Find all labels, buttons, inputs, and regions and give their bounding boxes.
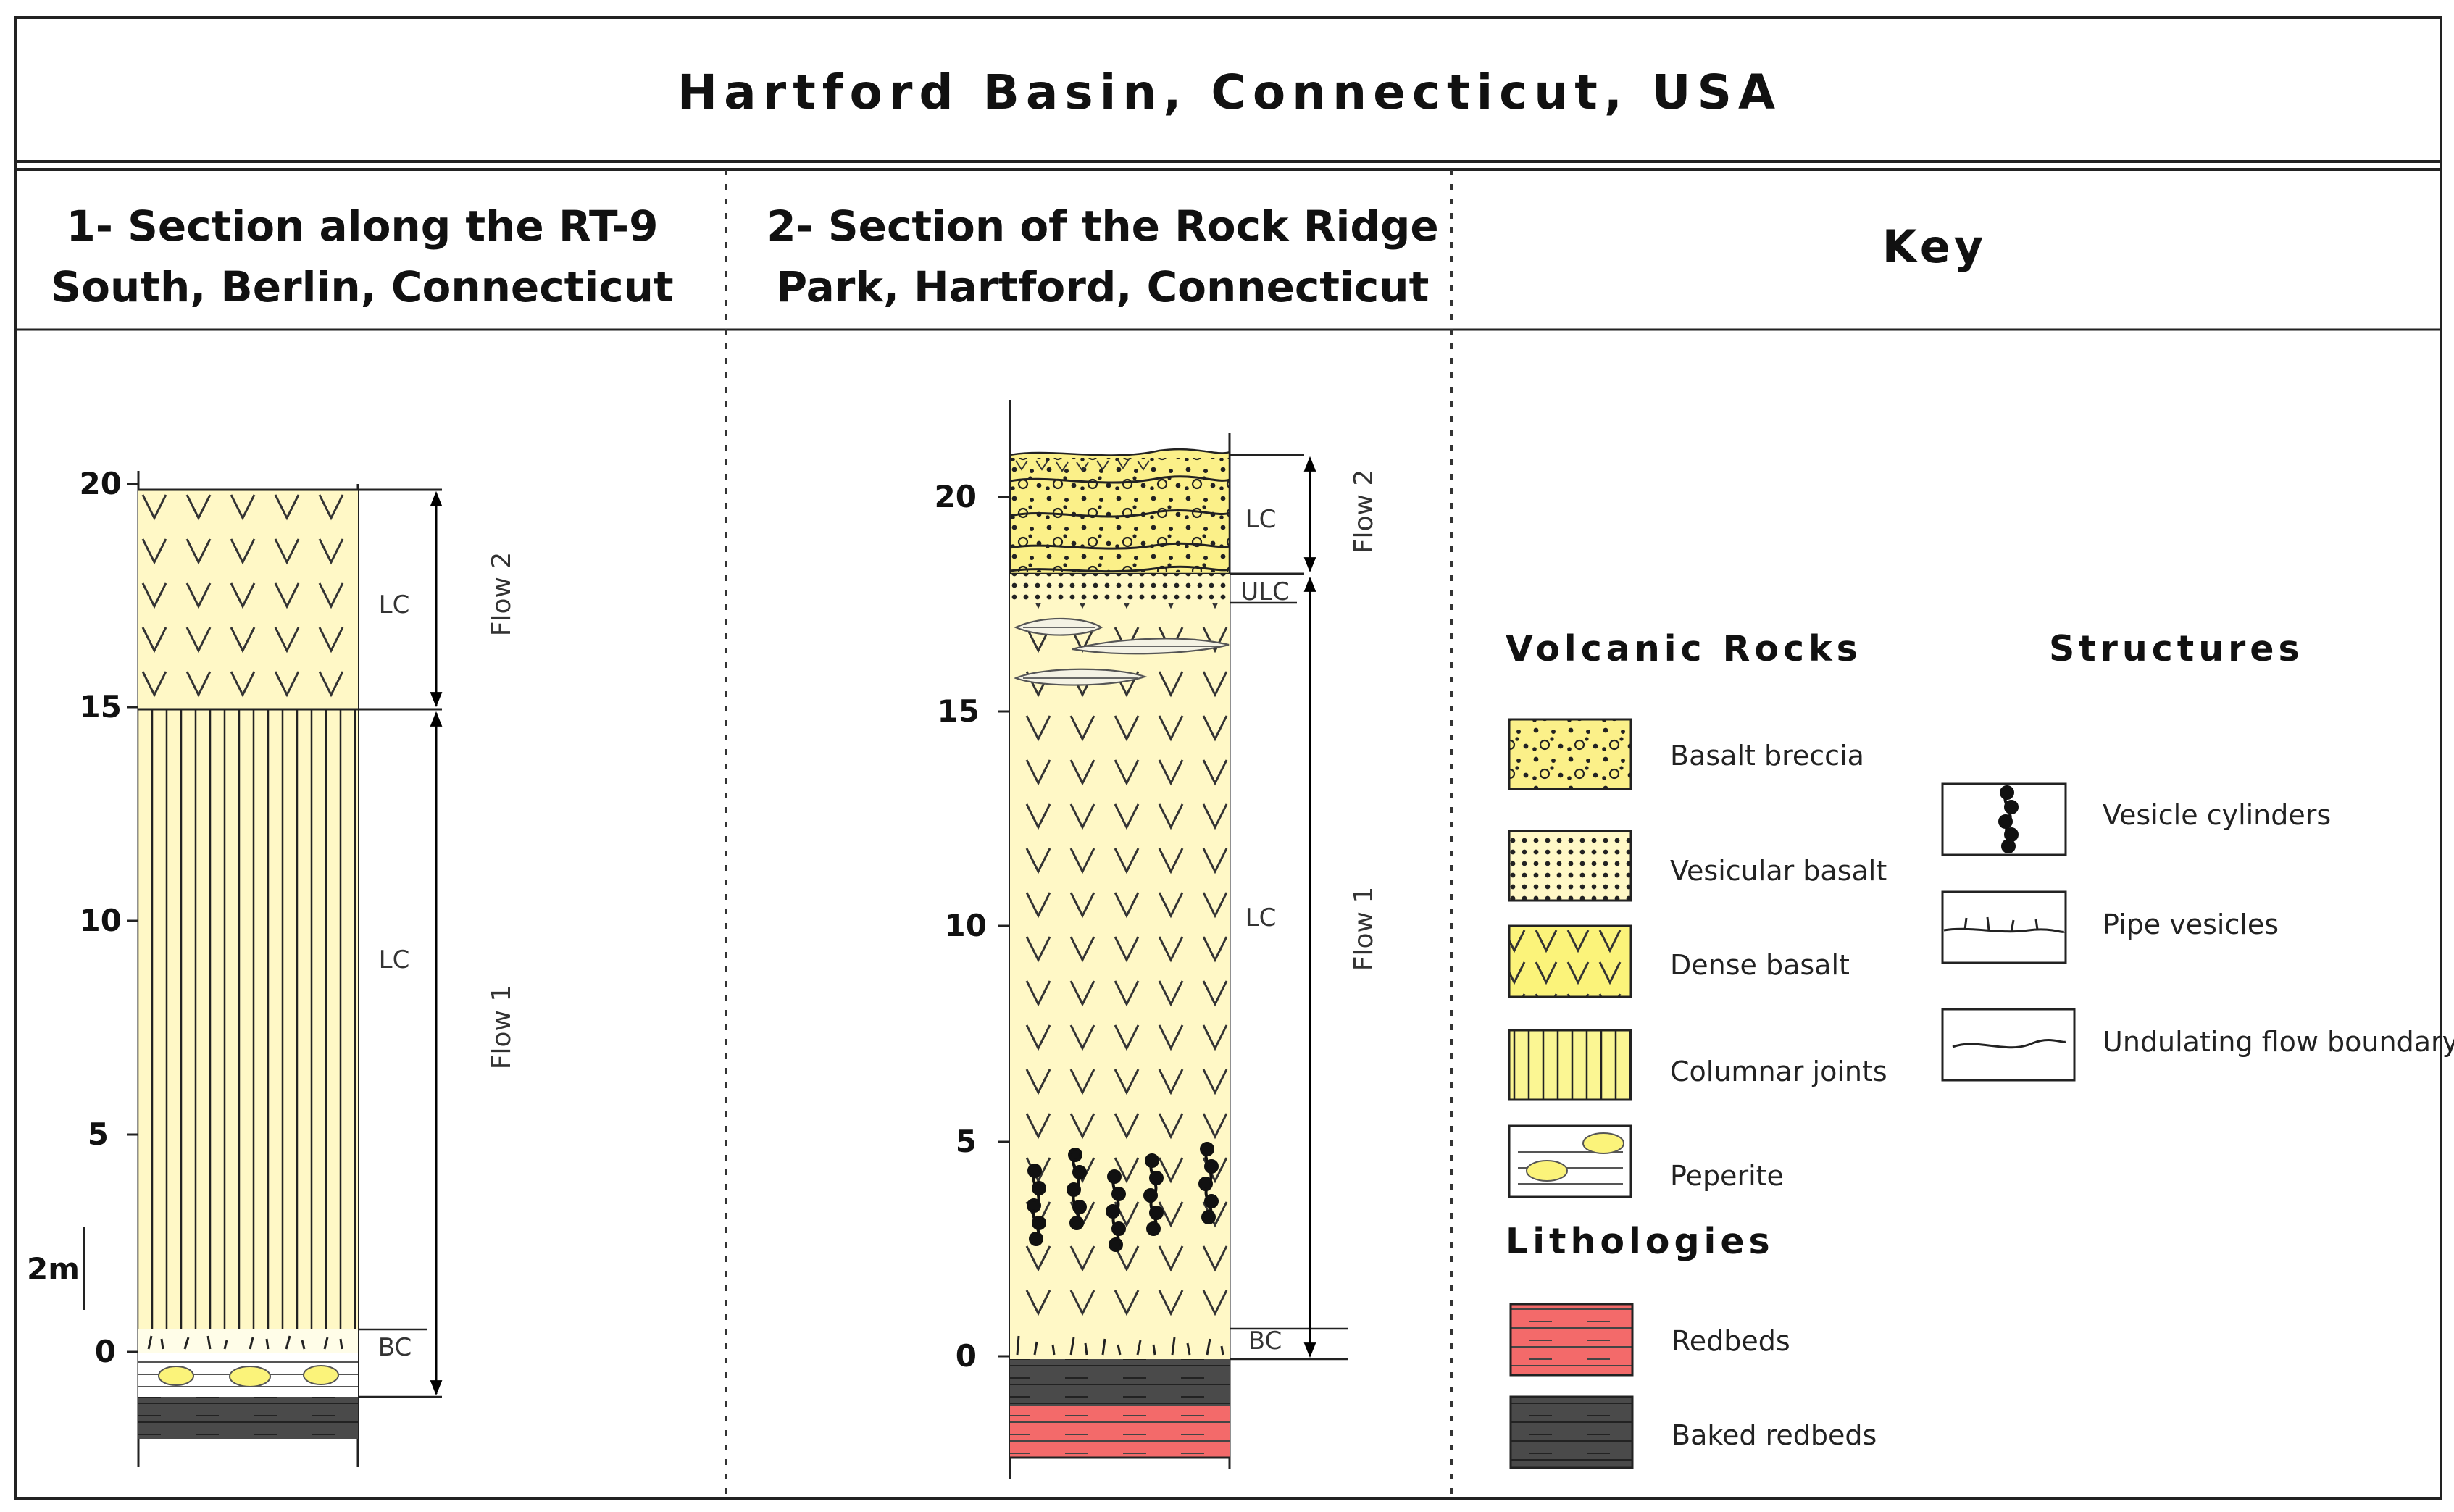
undulating-boundary-icon xyxy=(1952,1039,2066,1049)
outer-frame xyxy=(14,16,2442,1500)
section-1-peperite-blobs xyxy=(158,1365,339,1387)
figure-title: Hartford Basin, Connecticut, USA xyxy=(677,64,1782,120)
section-2-tick-15: 15 xyxy=(938,693,980,729)
section-2-title-line2: Park, Hartford, Connecticut xyxy=(777,262,1430,312)
key-title: Key xyxy=(1882,220,1987,273)
section-2-undulating-4 xyxy=(1009,565,1230,573)
section-1-tick-5: 5 xyxy=(88,1116,109,1152)
section-2-column: 20 15 10 5 0 LC ULC LC BC Flow 2 Flow 1 xyxy=(935,400,1379,1479)
legend-breccia-pattern xyxy=(1508,718,1632,790)
section-2-ticks xyxy=(998,496,1010,1358)
section-2-breccia-pattern xyxy=(1010,458,1230,572)
section-2-title-line1: 2- Section of the Rock Ridge xyxy=(767,201,1438,251)
section-1-tick-10: 10 xyxy=(80,903,122,938)
structures-heading: Structures xyxy=(2049,628,2304,669)
section-2-v-crust-1 xyxy=(1015,459,1150,472)
legend-peperite-blobs xyxy=(1526,1132,1624,1182)
section-2-redbeds-pattern xyxy=(1010,1406,1230,1458)
legend-vesicular-pattern xyxy=(1508,830,1632,902)
section-1-columnar-joints-pattern xyxy=(138,709,358,1329)
pipe-vesicles-icon xyxy=(1943,916,2065,933)
volcanic-rocks-heading: Volcanic Rocks xyxy=(1506,628,1862,669)
section-1-flow2-label: Flow 2 xyxy=(487,552,517,637)
legend-peperite-label: Peperite xyxy=(1670,1160,1784,1192)
section-2-unit-lc-flow1: LC xyxy=(1245,903,1277,932)
legend-baked-label: Baked redbeds xyxy=(1672,1419,1877,1451)
section-2-flow1-label: Flow 1 xyxy=(1349,887,1379,972)
section-1-unit-lc-flow1: LC xyxy=(379,945,410,974)
legend-vesicle-cylinders-label: Vesicle cylinders xyxy=(2103,799,2331,831)
section-2-undulating-2 xyxy=(1009,509,1230,518)
legend-vesicular-label: Vesicular basalt xyxy=(1670,855,1887,887)
section-2-tick-10: 10 xyxy=(945,908,987,943)
section-2-undulating-3 xyxy=(1009,542,1230,550)
legend-pipe-vesicles-label: Pipe vesicles xyxy=(2103,909,2279,940)
section-2-unit-lc-flow2: LC xyxy=(1245,505,1277,534)
vesicle-cylinder-icon xyxy=(1998,785,2019,853)
legend-pipe-vesicles-swatch xyxy=(1941,890,2067,964)
section-1-flow1-label: Flow 1 xyxy=(487,985,517,1070)
section-1-tick-0: 0 xyxy=(95,1334,116,1369)
section-1-unit-lc-flow2: LC xyxy=(379,590,410,619)
section-2-undulating-1 xyxy=(1009,475,1230,484)
section-2-vesicle-cylinders xyxy=(1027,1142,1219,1252)
section-1-scale-label: 2m xyxy=(27,1251,80,1287)
section-1-title-line1: 1- Section along the RT-9 xyxy=(67,201,659,251)
section-2-baked-redbeds-pattern xyxy=(1010,1359,1230,1406)
section-2-tick-0: 0 xyxy=(956,1338,977,1374)
legend-columnar-pattern xyxy=(1508,1029,1632,1101)
legend-dense-pattern xyxy=(1508,924,1632,998)
section-2-lens-lines xyxy=(1023,627,1222,679)
legend-baked-pattern xyxy=(1509,1395,1634,1469)
legend-redbeds-pattern xyxy=(1509,1303,1634,1377)
section-2-unit-ulc: ULC xyxy=(1240,577,1290,606)
section-1-tick-15: 15 xyxy=(80,689,122,724)
section-2-tick-20: 20 xyxy=(935,479,977,514)
section-1-unit-bc: BC xyxy=(378,1333,412,1362)
section-2-vesicular-pattern xyxy=(1010,574,1230,603)
section-2-flow2-label: Flow 2 xyxy=(1349,469,1379,554)
section-2-unit-bc: BC xyxy=(1248,1327,1282,1356)
section-1-column: 20 15 10 5 0 2m LC LC BC Flow 2 Flow 1 xyxy=(27,466,517,1467)
section-1-title-line2: South, Berlin, Connecticut xyxy=(51,262,673,312)
section-1-tick-20: 20 xyxy=(80,466,122,501)
section-1-dense-basalt-pattern xyxy=(138,490,358,709)
legend-dense-label: Dense basalt xyxy=(1670,949,1850,981)
key-panel: Volcanic Rocks Structures Lithologies Ba… xyxy=(1506,628,2454,1469)
legend-undulating-label: Undulating flow boundary xyxy=(2103,1026,2454,1058)
section-1-ticks xyxy=(127,483,138,1353)
section-2-dense-basalt-pattern xyxy=(1010,603,1230,1330)
legend-breccia-label: Basalt breccia xyxy=(1670,740,1864,772)
legend-redbeds-label: Redbeds xyxy=(1672,1325,1790,1357)
section-1-baked-redbeds-pattern xyxy=(138,1397,358,1439)
section-2-tick-5: 5 xyxy=(956,1124,977,1159)
section-1-base-crust xyxy=(138,1329,358,1353)
legend-columnar-label: Columnar joints xyxy=(1670,1056,1887,1087)
lithologies-heading: Lithologies xyxy=(1506,1221,1774,1262)
section-1-pipe-vesicles xyxy=(147,1335,343,1350)
section-2-pipe-vesicles xyxy=(1016,1335,1224,1356)
